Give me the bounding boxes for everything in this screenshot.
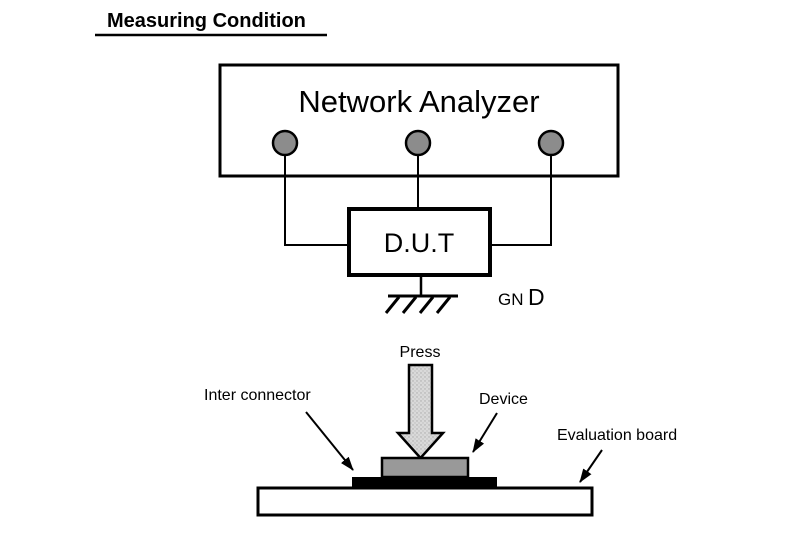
- dut-label: D.U.T: [384, 228, 455, 258]
- press-arrow-icon: [395, 363, 446, 460]
- ground-hash-4: [435, 296, 452, 314]
- device-arrow-icon: [472, 412, 498, 453]
- evaluation-board-label: Evaluation board: [557, 427, 677, 444]
- dut-box: [347, 207, 492, 277]
- inter-connector-shape: [352, 477, 497, 488]
- gnd-label-small: GN: [498, 290, 524, 309]
- inter-connector-arrow-icon: [305, 411, 354, 471]
- evaluation-board-shape: [256, 486, 594, 517]
- device-shape: [380, 456, 470, 479]
- gnd-label: GN D: [498, 284, 545, 310]
- ground-icon: [384, 275, 458, 314]
- ground-hash-2: [401, 296, 418, 314]
- ground-hash-3: [418, 296, 435, 314]
- port-circle-middle-icon: [404, 129, 432, 157]
- port-circle-right-icon: [537, 129, 565, 157]
- ground-hash-1: [384, 296, 401, 314]
- network-analyzer-label: Network Analyzer: [298, 84, 539, 119]
- device-label: Device: [479, 391, 528, 408]
- gnd-label-large: D: [528, 284, 545, 310]
- press-label: Press: [400, 344, 441, 361]
- evaluation-board-arrow-icon: [579, 449, 603, 483]
- page-title: Measuring Condition: [107, 10, 306, 32]
- port-circle-left-icon: [271, 129, 299, 157]
- inter-connector-label: Inter connector: [204, 387, 311, 404]
